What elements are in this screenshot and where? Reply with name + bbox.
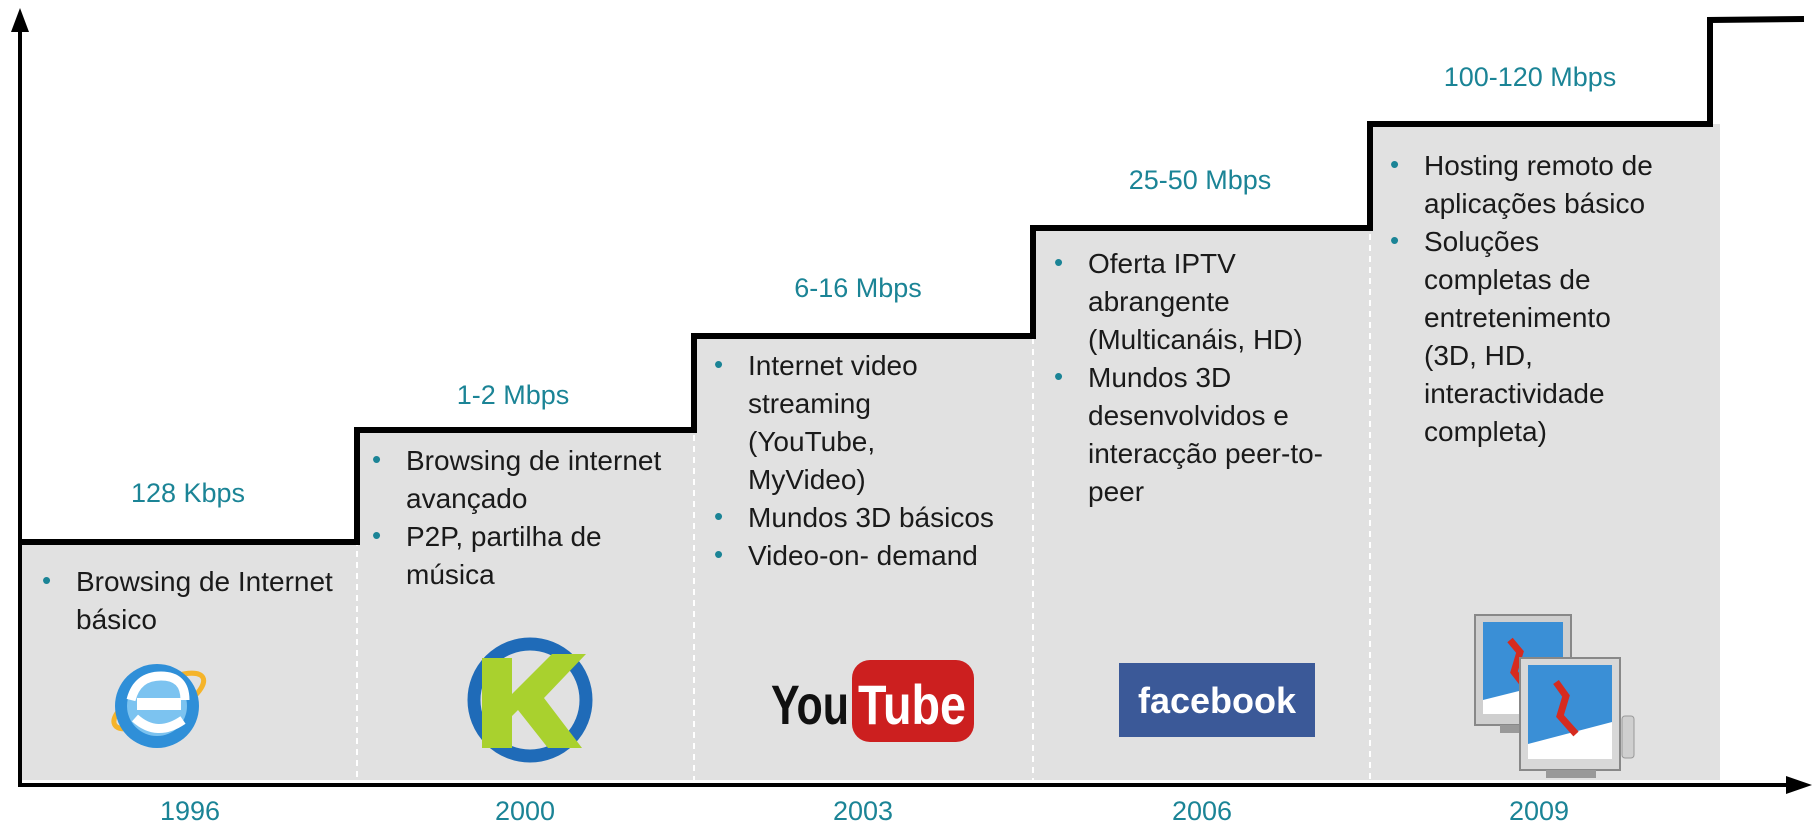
facebook-text: facebook	[1138, 680, 1297, 721]
y-axis-arrow	[11, 8, 29, 32]
list-item: Hosting remoto de aplicações básico	[1390, 145, 1699, 223]
list-item: Oferta IPTV abrangente (Multicanáis, HD)	[1054, 243, 1328, 359]
speed-label: 1-2 Mbps	[456, 380, 570, 410]
year-label: 2000	[494, 796, 556, 826]
internet-explorer-icon	[111, 664, 207, 748]
x-axis-arrow	[1786, 776, 1812, 794]
list-item: Video-on- demand	[714, 535, 1034, 575]
feature-list-1996: Browsing de Internet básico	[42, 561, 342, 639]
speed-label: 25-50 Mbps	[1128, 165, 1272, 195]
feature-list-2006: Oferta IPTV abrangente (Multicanáis, HD)…	[1054, 243, 1354, 511]
list-item: Internet video streaming (YouTube, MyVid…	[714, 345, 938, 499]
list-item: Mundos 3D básicos	[714, 497, 1034, 537]
youtube-tube-text: Tube	[858, 673, 966, 736]
youtube-logo: You Tube	[771, 660, 974, 742]
speed-label: 100-120 Mbps	[1443, 62, 1617, 92]
list-item: Mundos 3D desenvolvidos e interacção pee…	[1054, 357, 1358, 511]
feature-list-2009: Hosting remoto de aplicações básico Solu…	[1390, 145, 1700, 451]
list-item: Browsing de Internet básico	[42, 561, 342, 639]
year-label: 2006	[1171, 796, 1233, 826]
year-label: 2009	[1508, 796, 1570, 826]
list-item: Soluções completas de entretenimento (3D…	[1390, 221, 1614, 451]
bandwidth-step-line	[20, 16, 1805, 545]
tv-screens-icon	[1474, 614, 1635, 778]
facebook-logo: facebook	[1119, 663, 1315, 737]
list-item: P2P, partilha de música	[372, 516, 682, 594]
feature-list-2003: Internet video streaming (YouTube, MyVid…	[714, 345, 1034, 575]
year-label: 1996	[159, 796, 221, 826]
p2p-client-icon	[467, 637, 593, 763]
year-label: 2003	[832, 796, 894, 826]
list-item: Browsing de internet avançado	[372, 440, 682, 518]
feature-list-2000: Browsing de internet avançado P2P, parti…	[372, 440, 682, 594]
speed-label: 128 Kbps	[130, 478, 246, 508]
speed-label: 6-16 Mbps	[794, 273, 922, 303]
youtube-you-text: You	[771, 673, 849, 736]
